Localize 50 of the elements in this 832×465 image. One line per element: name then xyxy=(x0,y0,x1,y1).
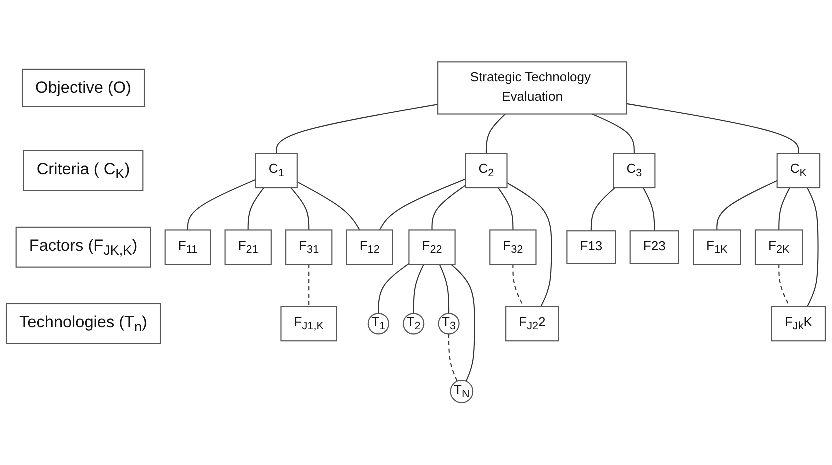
connector xyxy=(590,188,616,232)
node-box: F$_{21}$ xyxy=(224,230,272,266)
connector xyxy=(297,182,360,230)
node-circle: T$_{N}$ xyxy=(450,380,474,404)
connector xyxy=(450,264,476,382)
connector xyxy=(512,264,524,307)
connector xyxy=(413,264,424,314)
connector xyxy=(778,188,790,230)
connector xyxy=(290,188,310,230)
node-box: Factors (F$_{JK,K}$) xyxy=(16,226,152,268)
connector xyxy=(308,264,310,307)
node-box: F$_{J2}$2 xyxy=(506,306,560,342)
connector xyxy=(379,178,466,230)
node-box: Technologies (T$_{n}$) xyxy=(6,303,162,344)
connector xyxy=(187,179,256,230)
node-box: F23 xyxy=(630,230,680,264)
node-box: F$_{Jk}$K xyxy=(771,306,826,342)
node-box: F$_{11}$ xyxy=(164,230,212,266)
node-box: C$_{3}$ xyxy=(613,153,656,189)
connector xyxy=(716,180,778,230)
connector xyxy=(626,103,800,154)
node-box: F$_{J1,K}$ xyxy=(280,306,338,342)
connector xyxy=(439,264,450,314)
node-box: F$_{1K}$ xyxy=(693,230,742,266)
connector xyxy=(592,114,635,154)
connector xyxy=(378,263,410,314)
node-box: F13 xyxy=(566,230,616,264)
node-box: C$_{2}$ xyxy=(465,153,508,189)
node-box: Criteria ( C$_{K}$) xyxy=(23,150,144,192)
connector xyxy=(448,334,458,382)
connector xyxy=(506,182,552,307)
node-box: F$_{32}$ xyxy=(490,230,537,266)
connector xyxy=(498,188,514,230)
node-circle: T$_{1}$ xyxy=(368,313,390,335)
connector xyxy=(807,188,819,307)
node-circle: T$_{2}$ xyxy=(403,313,425,335)
connector xyxy=(643,188,656,232)
connector xyxy=(486,114,506,154)
node-box: Objective (O) xyxy=(22,68,146,108)
node-box: C$_{K}$ xyxy=(776,153,821,189)
node-box: Strategic Technology Evaluation xyxy=(438,62,628,115)
node-box: C$_{1}$ xyxy=(255,153,298,189)
node-box: F$_{12}$ xyxy=(346,230,394,266)
node-circle: T$_{3}$ xyxy=(438,313,460,335)
node-box: F$_{31}$ xyxy=(286,230,333,266)
node-box: F$_{2K}$ xyxy=(754,230,804,266)
connector xyxy=(276,104,438,154)
connector xyxy=(248,188,264,230)
node-box: F$_{22}$ xyxy=(408,230,456,266)
connector xyxy=(432,185,466,230)
